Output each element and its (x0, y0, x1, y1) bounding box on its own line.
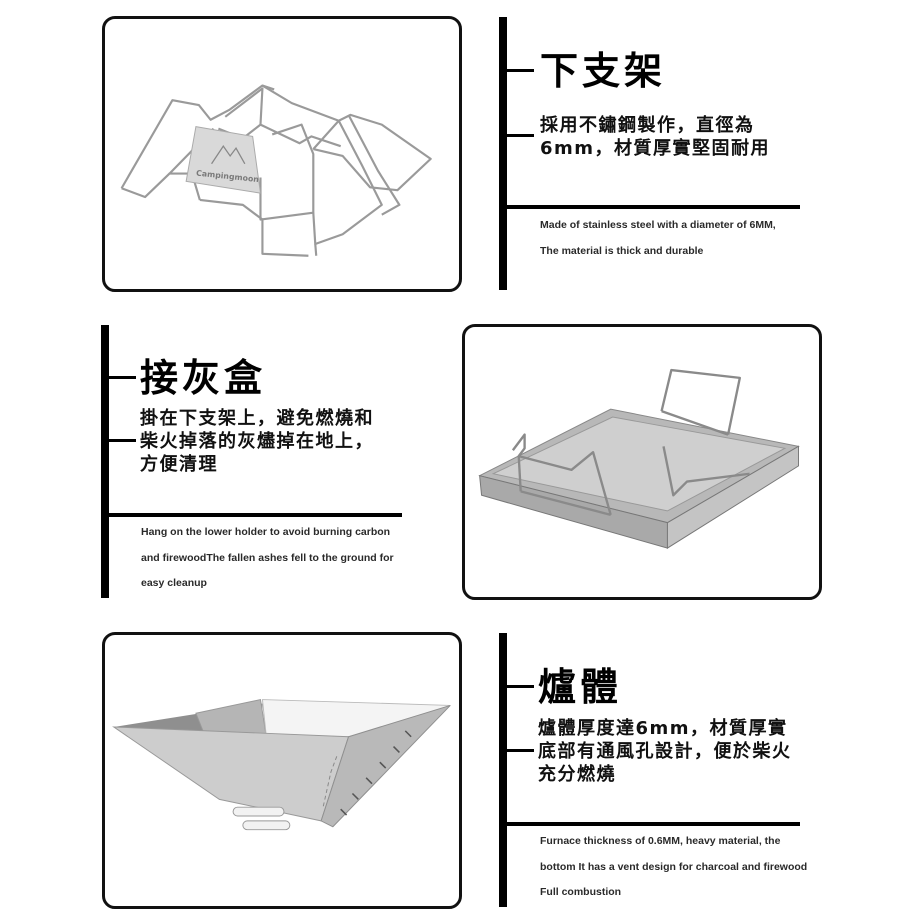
section-2-zh-line-1: 掛在下支架上，避免燃燒和 (140, 408, 374, 429)
lower-stand-image-frame: Campingmoon (102, 16, 462, 292)
section-1-vertical-bar (499, 17, 507, 290)
section-1-en-line-1: Made of stainless steel with a diameter … (540, 219, 776, 231)
section-2-vertical-bar (101, 325, 109, 598)
section-3-en-line-3: Full combustion (540, 886, 622, 898)
lower-stand-illustration: Campingmoon (120, 84, 432, 257)
section-2-divider (109, 513, 402, 517)
section-2-title-tick (109, 376, 136, 379)
section-3-zh-line-3: 充分燃燒 (538, 764, 616, 785)
section-1-title: 下支架 (540, 49, 667, 93)
section-3-en-line-2: bottom It has a vent design for charcoal… (540, 860, 808, 873)
section-2-en-line-3: easy cleanup (141, 577, 207, 589)
section-1-zh-line-2: 6mm，材質厚實堅固耐用 (540, 138, 771, 159)
ash-tray-illustration (478, 368, 800, 549)
section-3-title: 爐體 (538, 665, 623, 709)
section-2-description-en: Hang on the lower holder to avoid burnin… (141, 520, 394, 597)
section-3-title-tick (507, 685, 534, 688)
section-1-divider (507, 205, 800, 209)
section-2-zh-line-3: 方便清理 (140, 454, 218, 475)
section-1-zh-line-1: 採用不鏽鋼製作，直徑為 (540, 115, 755, 136)
section-2-en-line-2: and firewoodThe fallen ashes fell to the… (141, 551, 394, 564)
section-1-desc-tick (507, 134, 534, 137)
furnace-body-image-frame (102, 632, 462, 909)
section-1-en-line-2: The material is thick and durable (540, 244, 704, 257)
section-3-divider (507, 822, 800, 826)
section-3-en-line-1: Furnace thickness of 0.6MM, heavy materi… (540, 835, 781, 847)
furnace-body-illustration (112, 698, 451, 831)
section-1-description-en: Made of stainless steel with a diameter … (540, 213, 776, 264)
section-2-en-line-1: Hang on the lower holder to avoid burnin… (141, 526, 391, 538)
section-1-title-tick (507, 69, 534, 72)
section-2-desc-tick (109, 439, 136, 442)
ash-tray-image-frame (462, 324, 822, 600)
section-2-description-zh: 掛在下支架上，避免燃燒和 柴火掉落的灰燼掉在地上， 方便清理 (140, 407, 374, 476)
section-2-zh-line-2: 柴火掉落的灰燼掉在地上， (140, 431, 374, 452)
section-3-zh-line-2: 底部有通風孔設計，便於柴火 (538, 741, 792, 762)
section-3-desc-tick (507, 749, 534, 752)
section-3-description-en: Furnace thickness of 0.6MM, heavy materi… (540, 829, 807, 906)
section-2-title: 接灰盒 (140, 356, 267, 400)
section-3-zh-line-1: 爐體厚度達6mm，材質厚實 (538, 718, 788, 739)
section-3-description-zh: 爐體厚度達6mm，材質厚實 底部有通風孔設計，便於柴火 充分燃燒 (538, 717, 792, 786)
section-3-vertical-bar (499, 633, 507, 907)
section-1-description-zh: 採用不鏽鋼製作，直徑為 6mm，材質厚實堅固耐用 (540, 114, 770, 160)
